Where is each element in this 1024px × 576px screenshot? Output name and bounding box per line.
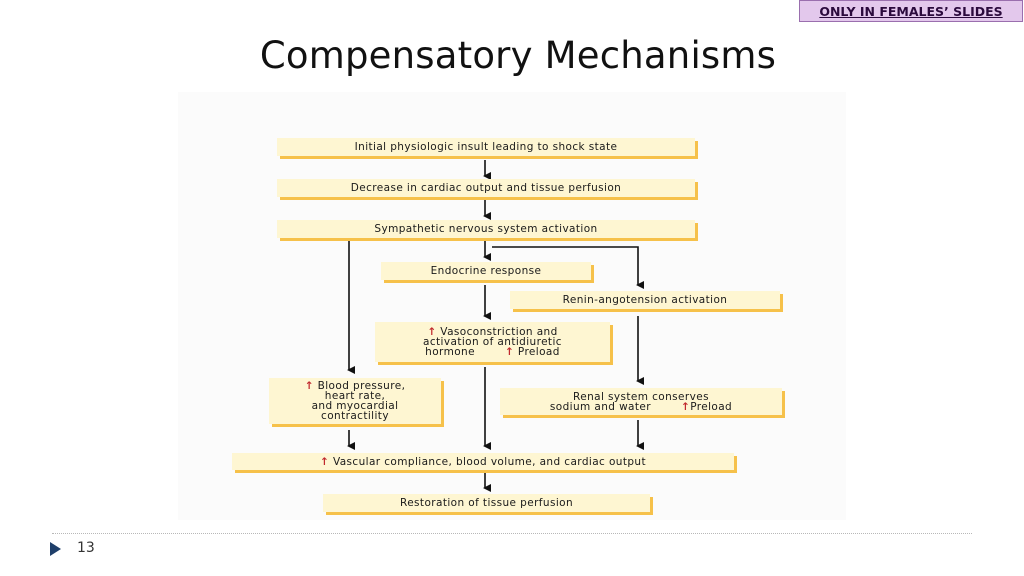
bp-line-4: contractility	[321, 410, 389, 422]
box-restoration-text: Restoration of tissue perfusion	[399, 497, 574, 509]
vaso-preload-text: Preload	[517, 346, 560, 358]
box-vasoconstriction: ↑ Vasoconstriction and activation of ant…	[375, 322, 610, 362]
box-decrease-output-text: Decrease in cardiac output and tissue pe…	[350, 182, 622, 194]
bp-line-1: ↑ Blood pressure,	[304, 380, 406, 392]
box-renin-text: Renin-angotension activation	[562, 294, 728, 306]
box-initial-insult-text: Initial physiologic insult leading to sh…	[354, 141, 618, 153]
renal-line-1: Renal system conserves	[573, 390, 709, 403]
bp-line-3: and myocardial	[311, 400, 399, 412]
box-renin: Renin-angotension activation	[510, 291, 780, 309]
vaso-line-1: ↑ Vasoconstriction and	[427, 326, 558, 338]
vaso-line-3-text: hormone	[425, 346, 475, 358]
bp-line-1-text: Blood pressure,	[317, 380, 406, 392]
up-arrow-icon: ↑	[304, 380, 314, 392]
triangle-bullet-icon	[50, 542, 61, 556]
box-renal: Renal system conserves sodium and water ↑…	[500, 388, 782, 415]
slide-title: Compensatory Mechanisms	[259, 34, 777, 77]
vaso-line-3: hormone ↑ Preload	[425, 346, 560, 358]
renal-preload-text: Preload	[690, 400, 733, 413]
box-endocrine-text: Endocrine response	[430, 265, 542, 277]
box-blood-pressure: ↑ Blood pressure, heart rate, and myocar…	[269, 378, 441, 424]
vaso-line-2: activation of antidiuretic	[423, 336, 562, 348]
females-slides-badge: ONLY IN FEMALES’ SLIDES	[799, 0, 1023, 22]
arrow-sympathetic-to-renin	[492, 246, 644, 289]
box-vascular-compliance: ↑ Vascular compliance, blood volume, and…	[232, 453, 734, 470]
up-arrow-icon: ↑	[680, 400, 691, 413]
renal-line-2-text: sodium and water	[549, 400, 651, 413]
vaso-line-1-text: Vasoconstriction and	[440, 326, 558, 338]
box-sympathetic-text: Sympathetic nervous system activation	[374, 223, 598, 235]
box-restoration: Restoration of tissue perfusion	[323, 494, 650, 512]
page-number: 13	[77, 540, 95, 556]
up-arrow-icon: ↑	[427, 326, 437, 338]
up-arrow-icon: ↑	[504, 346, 515, 358]
renal-line-2: sodium and water ↑Preload	[549, 400, 733, 413]
box-decrease-output: Decrease in cardiac output and tissue pe…	[277, 179, 695, 197]
bp-line-2: heart rate,	[324, 390, 386, 402]
up-arrow-icon: ↑	[320, 455, 330, 468]
footer-divider	[52, 533, 972, 534]
box-initial-insult: Initial physiologic insult leading to sh…	[277, 138, 695, 156]
box-vascular-text: Vascular compliance, blood volume, and c…	[332, 455, 646, 468]
box-sympathetic: Sympathetic nervous system activation	[277, 220, 695, 238]
box-endocrine: Endocrine response	[381, 262, 591, 280]
